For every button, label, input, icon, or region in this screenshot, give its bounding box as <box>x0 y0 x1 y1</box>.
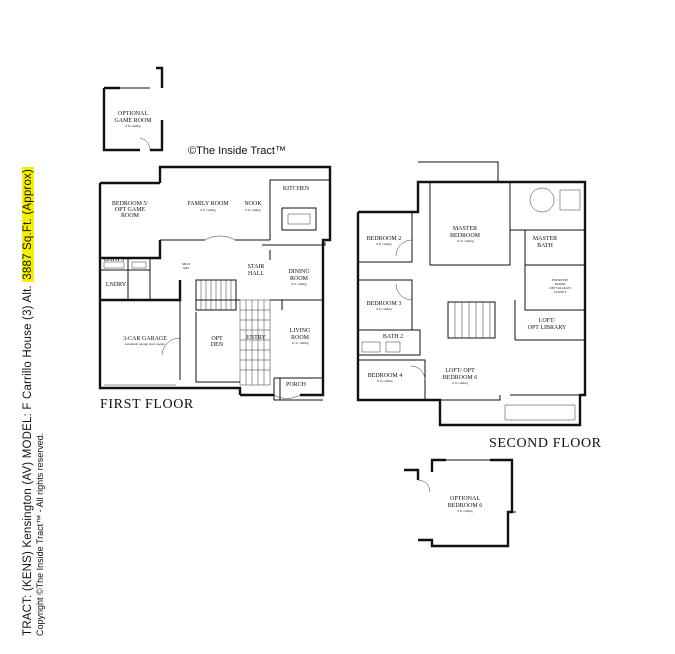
optional-bedroom6-label-1: OPTIONAL <box>450 496 480 502</box>
living-room-label-2: ROOM <box>291 335 310 341</box>
bedroom4-note: 9 ft. ceiling <box>377 379 393 383</box>
entry-label: ENTRY <box>246 335 266 341</box>
porch-label: PORCH <box>286 382 307 388</box>
dining-room-label-1: DINING <box>288 269 310 275</box>
stair-hall-label-1: STAIR <box>248 264 265 270</box>
bedroom5-label-2: OPT GAME <box>115 207 146 213</box>
master-bath-label-1: MASTER <box>533 236 557 242</box>
opt-den-label-1: OPT <box>211 336 223 342</box>
dining-room-note: 9 ft. ceiling <box>291 282 307 286</box>
living-room-label-1: LIVING <box>290 328 311 334</box>
stair-hall-label-2: HALL <box>248 271 264 277</box>
exercise-room-label-2: ROOM <box>555 282 565 286</box>
bedroom4-label: BEDROOM 4 <box>368 373 403 379</box>
bedroom3-note: 9 ft. ceiling <box>376 307 392 311</box>
bedroom3-label: BEDROOM 3 <box>367 301 402 307</box>
loft-bedroom6-label-2: BEDROOM 6 <box>443 375 478 381</box>
mud-room-label-2: RM <box>183 266 188 270</box>
nook-note: 9 ft. ceiling <box>245 208 261 212</box>
master-bath-label-2: BATH <box>537 243 553 249</box>
loft-library-label-2: OPT LIBRARY <box>528 325 567 331</box>
laundry-label: LNDRY <box>106 282 127 288</box>
second-floor-plan: BEDROOM 2 9 ft. ceiling MASTER BEDROOM 1… <box>356 161 587 427</box>
living-room-note: 11 ft. ceiling <box>291 341 308 345</box>
garage-note: automatic garage door opener <box>125 342 166 346</box>
bedroom2-note: 9 ft. ceiling <box>376 242 392 246</box>
bedroom5-label-3: ROOM <box>121 213 140 219</box>
first-floor-label: FIRST FLOOR <box>100 397 194 412</box>
first-floor-plan: FAMILY ROOM 9 ft. ceiling NOOK 9 ft. cei… <box>98 165 332 401</box>
watermark-text: ©The Inside Tract™ <box>188 145 286 157</box>
second-floor-label: SECOND FLOOR <box>489 436 602 451</box>
dining-room-label-2: ROOM <box>290 276 309 282</box>
bath2-label: BATH 2 <box>383 334 403 340</box>
optional-game-room-plan: OPTIONAL GAME ROOM 9 ft. ceiling <box>102 66 164 152</box>
nook-label: NOOK <box>244 201 262 207</box>
exercise-room-label-3: OPT WALK-IN <box>549 286 571 290</box>
bedroom2-label: BEDROOM 2 <box>367 236 402 242</box>
loft-bedroom6-label-1: LOFT/ OPT <box>445 368 475 374</box>
family-room-label: FAMILY ROOM <box>187 201 229 207</box>
optional-game-room-label-2: GAME ROOM <box>114 118 152 124</box>
exercise-room-label-1: EXERCISE <box>552 278 568 282</box>
optional-bedroom6-label-2: BEDROOM 6 <box>448 503 483 509</box>
optional-game-room-note: 9 ft. ceiling <box>125 124 141 128</box>
master-bedroom-label-1: MASTER <box>453 226 477 232</box>
garage-label: 3-CAR GARAGE <box>123 336 167 342</box>
family-room-note: 9 ft. ceiling <box>200 208 216 212</box>
mud-room-label-1: MUD <box>182 262 190 266</box>
kitchen-label: KITCHEN <box>283 186 310 192</box>
optional-game-room-label-1: OPTIONAL <box>118 111 148 117</box>
master-bedroom-label-2: BEDROOM <box>450 233 481 239</box>
master-bedroom-note: 12 ft. ceiling <box>456 239 474 243</box>
bedroom5-label-1: BEDROOM 5/ <box>112 201 149 207</box>
optional-bedroom6-plan: OPTIONAL BEDROOM 6 9 ft. ceiling <box>404 458 516 548</box>
loft-library-label-1: LOFT/ <box>539 318 556 324</box>
exercise-room-label-4: CLOSET <box>554 290 568 294</box>
optional-bedroom6-note: 9 ft. ceiling <box>457 509 473 513</box>
bath3-label: BATH 3 <box>104 257 124 263</box>
loft-bedroom6-note: 9 ft. ceiling <box>452 381 468 385</box>
opt-den-label-2: DEN <box>211 342 224 348</box>
